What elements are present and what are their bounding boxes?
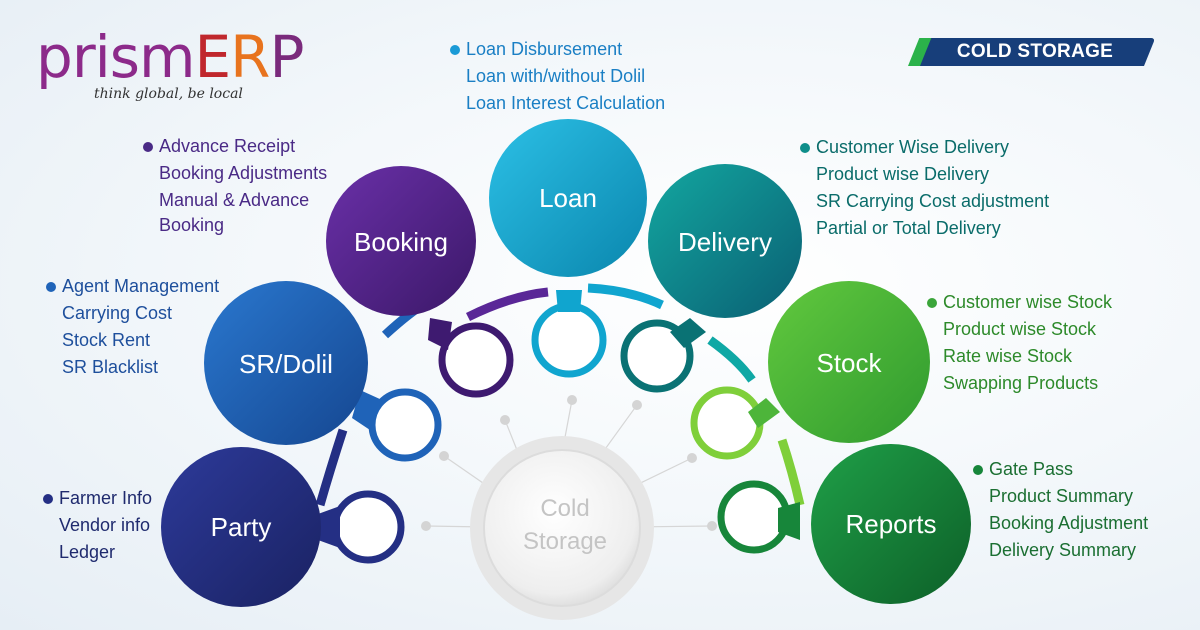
module-stock[interactable]: Stock: [768, 281, 930, 443]
feature-item: Customer wise Stock: [943, 292, 1113, 312]
logo-part-e: E: [194, 23, 232, 91]
features-loan: Loan Disbursement Loan with/without Doli…: [450, 36, 666, 117]
center-label-line2: Storage: [523, 528, 607, 555]
bullet-dot: [927, 298, 937, 308]
feature-item: Farmer Info: [59, 488, 153, 508]
module-label-reports: Reports: [845, 509, 936, 539]
bridge-arcs: [315, 283, 805, 507]
features-reports: Gate Pass Product Summary Booking Adjust…: [973, 456, 1149, 564]
module-booking[interactable]: Booking: [326, 166, 476, 316]
features-srdolil: Agent Management Carrying Cost Stock Ren…: [46, 273, 220, 381]
bullet-dot: [973, 465, 983, 475]
badge-label: COLD STORAGE: [956, 41, 1114, 62]
module-label-delivery: Delivery: [678, 227, 772, 257]
feature-item: Product Summary: [989, 486, 1134, 506]
feature-item: Gate Pass: [989, 459, 1074, 479]
module-label-srdolil: SR/Dolil: [239, 349, 333, 379]
module-loan[interactable]: Loan: [489, 119, 647, 277]
connector-dots: [421, 395, 717, 531]
module-delivery[interactable]: Delivery: [648, 164, 802, 318]
feature-item: Partial or Total Delivery: [816, 218, 1001, 238]
features-stock: Customer wise Stock Product wise Stock R…: [927, 289, 1113, 397]
logo-part-p: P: [269, 23, 304, 91]
bullet-dot: [46, 282, 56, 292]
logo-tagline: think global, be local: [94, 86, 243, 102]
bullet-dot: [800, 143, 810, 153]
feature-item: Customer Wise Delivery: [816, 137, 1010, 157]
feature-item: Booking Adjustments: [159, 163, 328, 183]
features-booking: Advance Receipt Booking Adjustments Manu…: [143, 133, 328, 236]
feature-item: Product wise Stock: [943, 319, 1097, 339]
bullet-dot: [450, 45, 460, 55]
feature-item: Manual & Advance: [159, 190, 310, 210]
bullet-dot: [43, 494, 53, 504]
feature-item: Advance Receipt: [159, 136, 296, 156]
feature-item: Booking Adjustment: [989, 513, 1149, 533]
logo-part-prism: prism: [36, 23, 195, 91]
module-party[interactable]: Party: [161, 447, 321, 607]
module-label-party: Party: [211, 512, 272, 542]
bullet-dot: [143, 142, 153, 152]
center-label-line1: Cold: [540, 495, 589, 522]
cold-storage-badge: COLD STORAGE: [908, 38, 1156, 66]
module-label-loan: Loan: [539, 183, 597, 213]
feature-item: Stock Rent: [62, 330, 151, 350]
features-delivery: Customer Wise Delivery Product wise Deli…: [800, 134, 1050, 242]
prismerp-logo: prismERP think global, be local: [36, 28, 304, 102]
feature-item: SR Carrying Cost adjustment: [816, 191, 1050, 211]
feature-item: Loan with/without Dolil: [466, 66, 646, 86]
feature-item: Loan Interest Calculation: [466, 93, 666, 113]
feature-item: SR Blacklist: [62, 357, 159, 377]
module-label-booking: Booking: [354, 227, 448, 257]
feature-item: Loan Disbursement: [466, 39, 623, 59]
feature-item: Ledger: [59, 542, 116, 562]
feature-item: Product wise Delivery: [816, 164, 990, 184]
feature-item: Carrying Cost: [62, 303, 173, 323]
logo-part-r: R: [230, 23, 270, 91]
feature-item: Swapping Products: [943, 373, 1099, 393]
module-srdolil[interactable]: SR/Dolil: [204, 281, 368, 445]
features-party: Farmer Info Vendor info Ledger: [43, 485, 153, 566]
feature-item: Delivery Summary: [989, 540, 1137, 560]
logo-wordmark: prismERP: [36, 28, 304, 86]
feature-item: Vendor info: [59, 515, 151, 535]
feature-item: Rate wise Stock: [943, 346, 1073, 366]
bubble-necks: [318, 290, 800, 548]
feature-item: Booking: [159, 215, 225, 235]
module-label-stock: Stock: [816, 348, 882, 378]
module-reports[interactable]: Reports: [811, 444, 971, 604]
center-hub: Cold Storage: [470, 436, 654, 620]
feature-item: Agent Management: [62, 276, 220, 296]
